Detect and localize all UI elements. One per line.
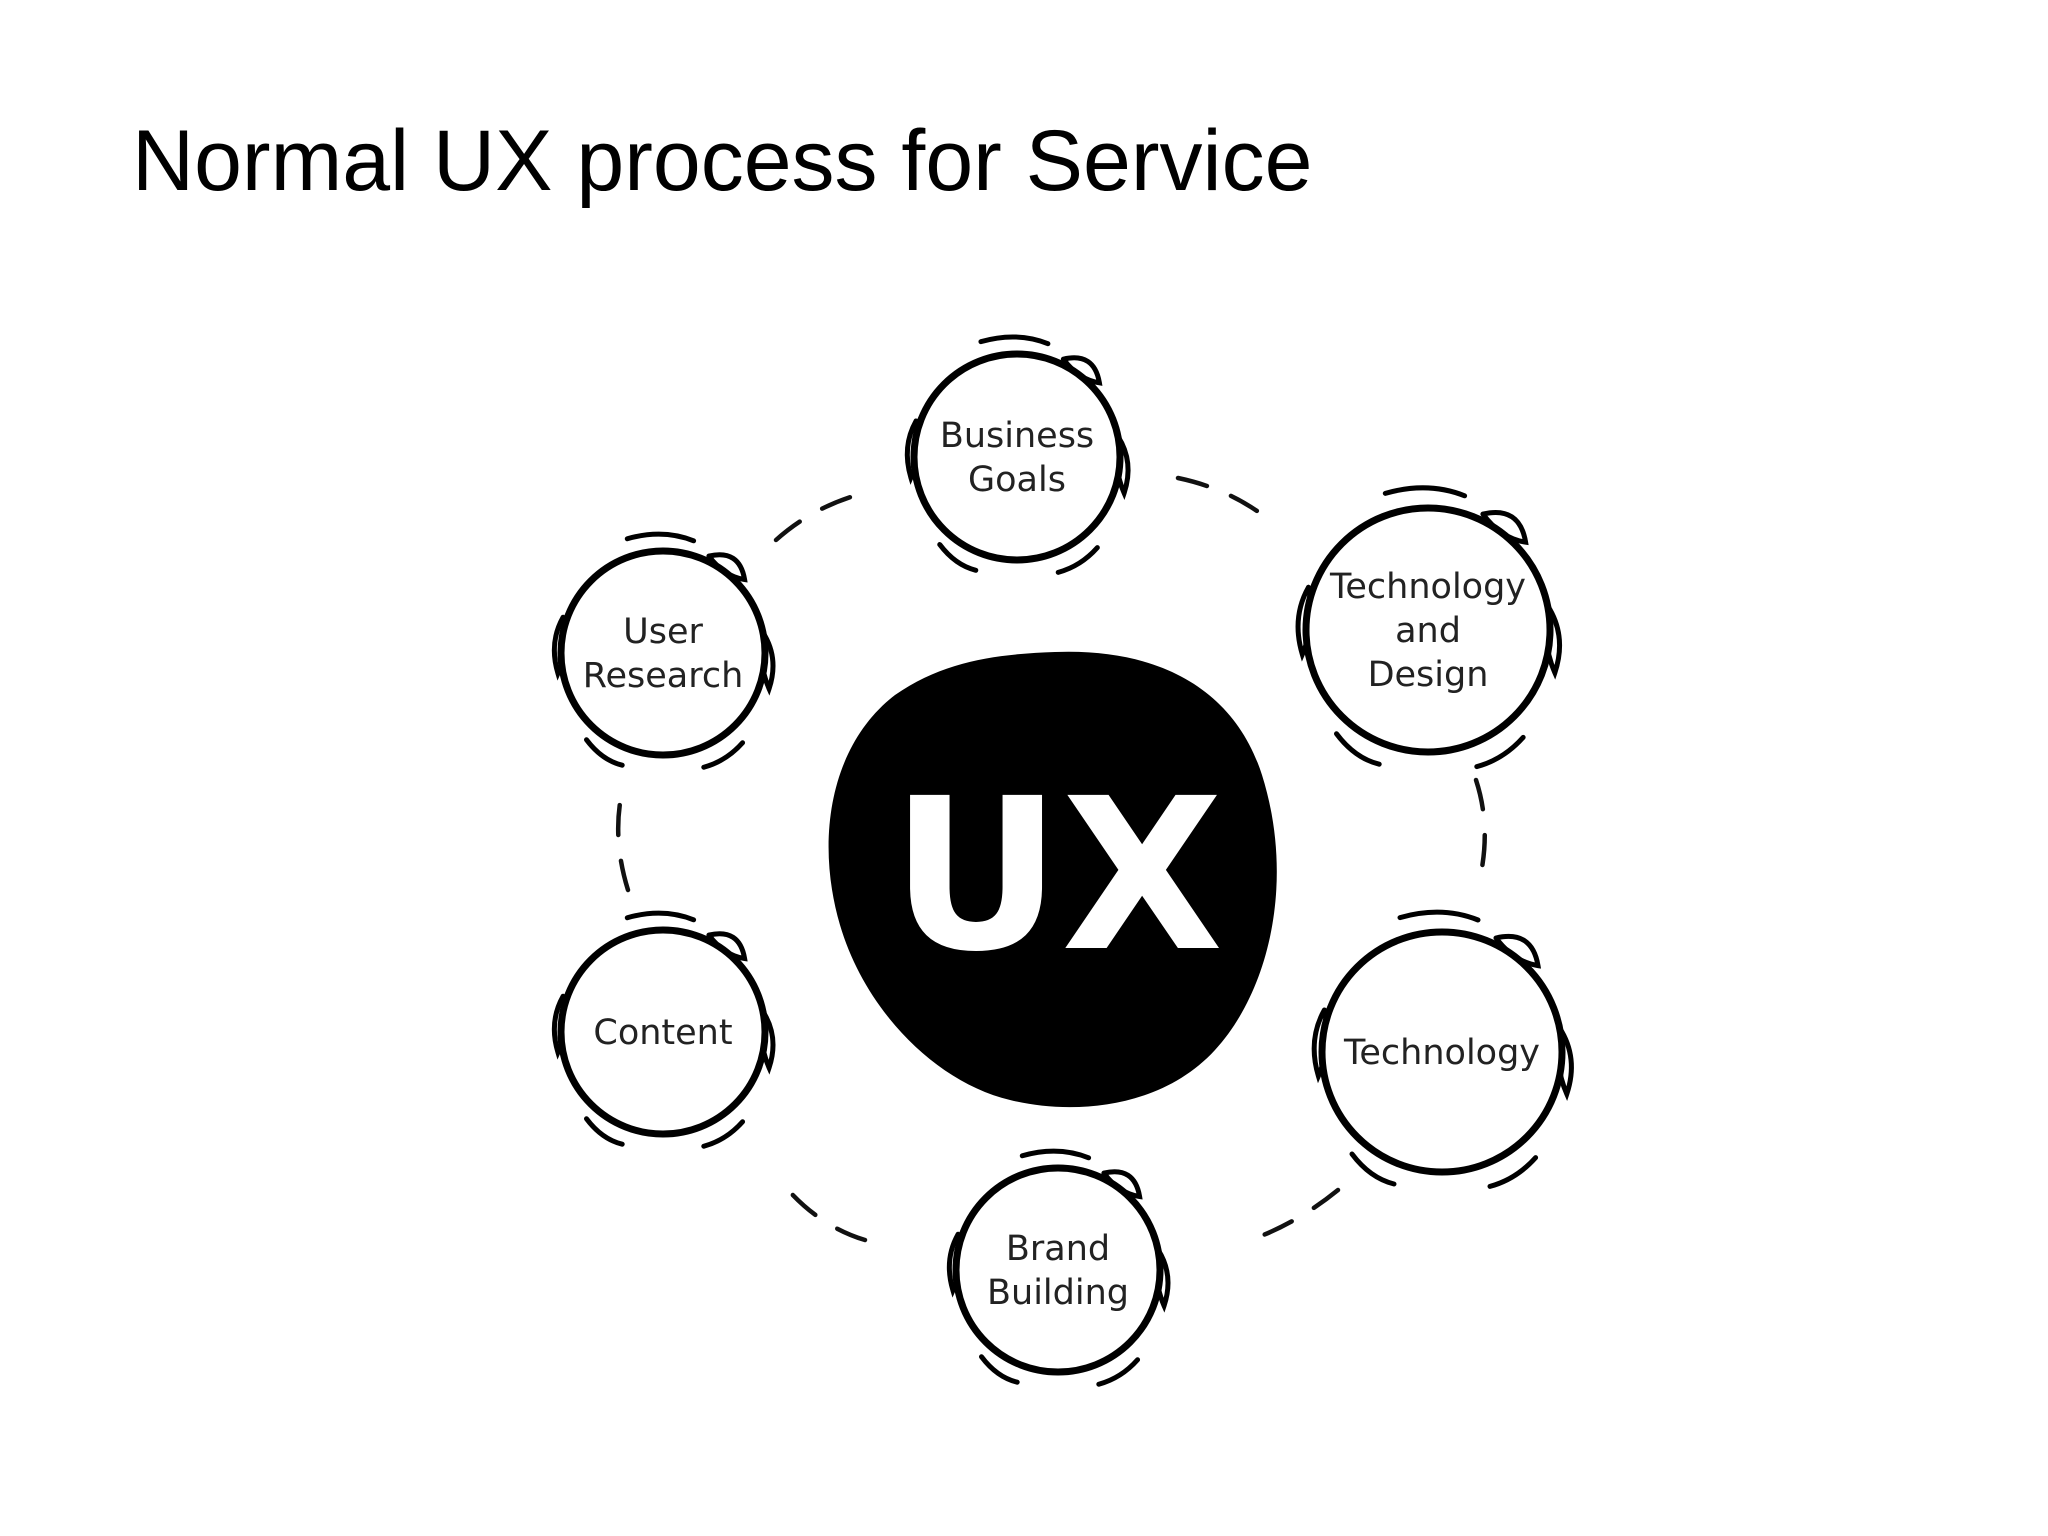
node-label-line: Content — [593, 1013, 732, 1053]
node-label-line: Business — [940, 416, 1094, 456]
node-decoration-stroke — [1055, 545, 1100, 575]
node-decoration-stroke — [584, 1116, 625, 1147]
node-decoration-stroke — [1019, 1148, 1092, 1161]
node-label-line: Technology — [1329, 567, 1526, 607]
node-label-line: User — [623, 612, 703, 652]
node-label-line: Technology — [1343, 1033, 1540, 1073]
node-decoration-stroke — [584, 737, 625, 768]
ux-center: UX — [828, 651, 1277, 1108]
node-decoration-stroke — [624, 531, 697, 544]
node-circle — [1318, 928, 1566, 1176]
node-decoration-stroke — [624, 910, 697, 923]
connector-content-to-user-research — [615, 777, 631, 893]
dashed-connector-ring — [615, 475, 1487, 1245]
node-circle — [910, 350, 1124, 564]
node-circle — [952, 1164, 1164, 1376]
node-label-line: Research — [583, 656, 744, 696]
node-decoration-stroke — [1474, 734, 1526, 770]
node-decoration — [551, 910, 776, 1149]
process-nodes: BusinessGoalsTechnologyandDesignTechnolo… — [551, 334, 1574, 1387]
node-circle — [1302, 504, 1554, 756]
ux-center-blob — [828, 651, 1277, 1108]
node-label-line: Building — [987, 1273, 1129, 1313]
node-decoration-stroke — [1397, 909, 1481, 923]
node-decoration-stroke — [701, 740, 746, 770]
connector-technology-to-brand — [1242, 1187, 1341, 1245]
node-circle — [557, 547, 769, 759]
node-label-line: Goals — [968, 460, 1066, 500]
node-decoration-stroke — [979, 1354, 1020, 1385]
node-decoration-stroke — [1487, 1155, 1539, 1189]
node-decoration-stroke — [1382, 485, 1468, 499]
node-label-line: and — [1395, 611, 1461, 651]
node-decoration-stroke — [1334, 731, 1382, 767]
ux-center-label: UX — [891, 753, 1223, 998]
connector-user-research-to-business — [773, 489, 871, 543]
node-decoration-stroke — [978, 334, 1051, 347]
node-decoration-stroke — [937, 542, 979, 573]
node-decoration-stroke — [1349, 1151, 1397, 1187]
node-decoration-stroke — [1096, 1357, 1141, 1387]
slide-title: Normal UX process for Service — [132, 113, 1313, 209]
node-technology: Technology — [1311, 909, 1574, 1189]
node-label-line: Brand — [1006, 1229, 1110, 1269]
node-decoration-stroke — [701, 1119, 746, 1149]
node-circle — [557, 926, 769, 1138]
node-content: Content — [551, 910, 776, 1149]
connector-business-to-technology-design — [1175, 475, 1278, 528]
connector-brand-to-content — [775, 1175, 868, 1243]
connector-technology-design-to-technology — [1473, 777, 1487, 893]
node-label-line: Design — [1368, 655, 1489, 695]
